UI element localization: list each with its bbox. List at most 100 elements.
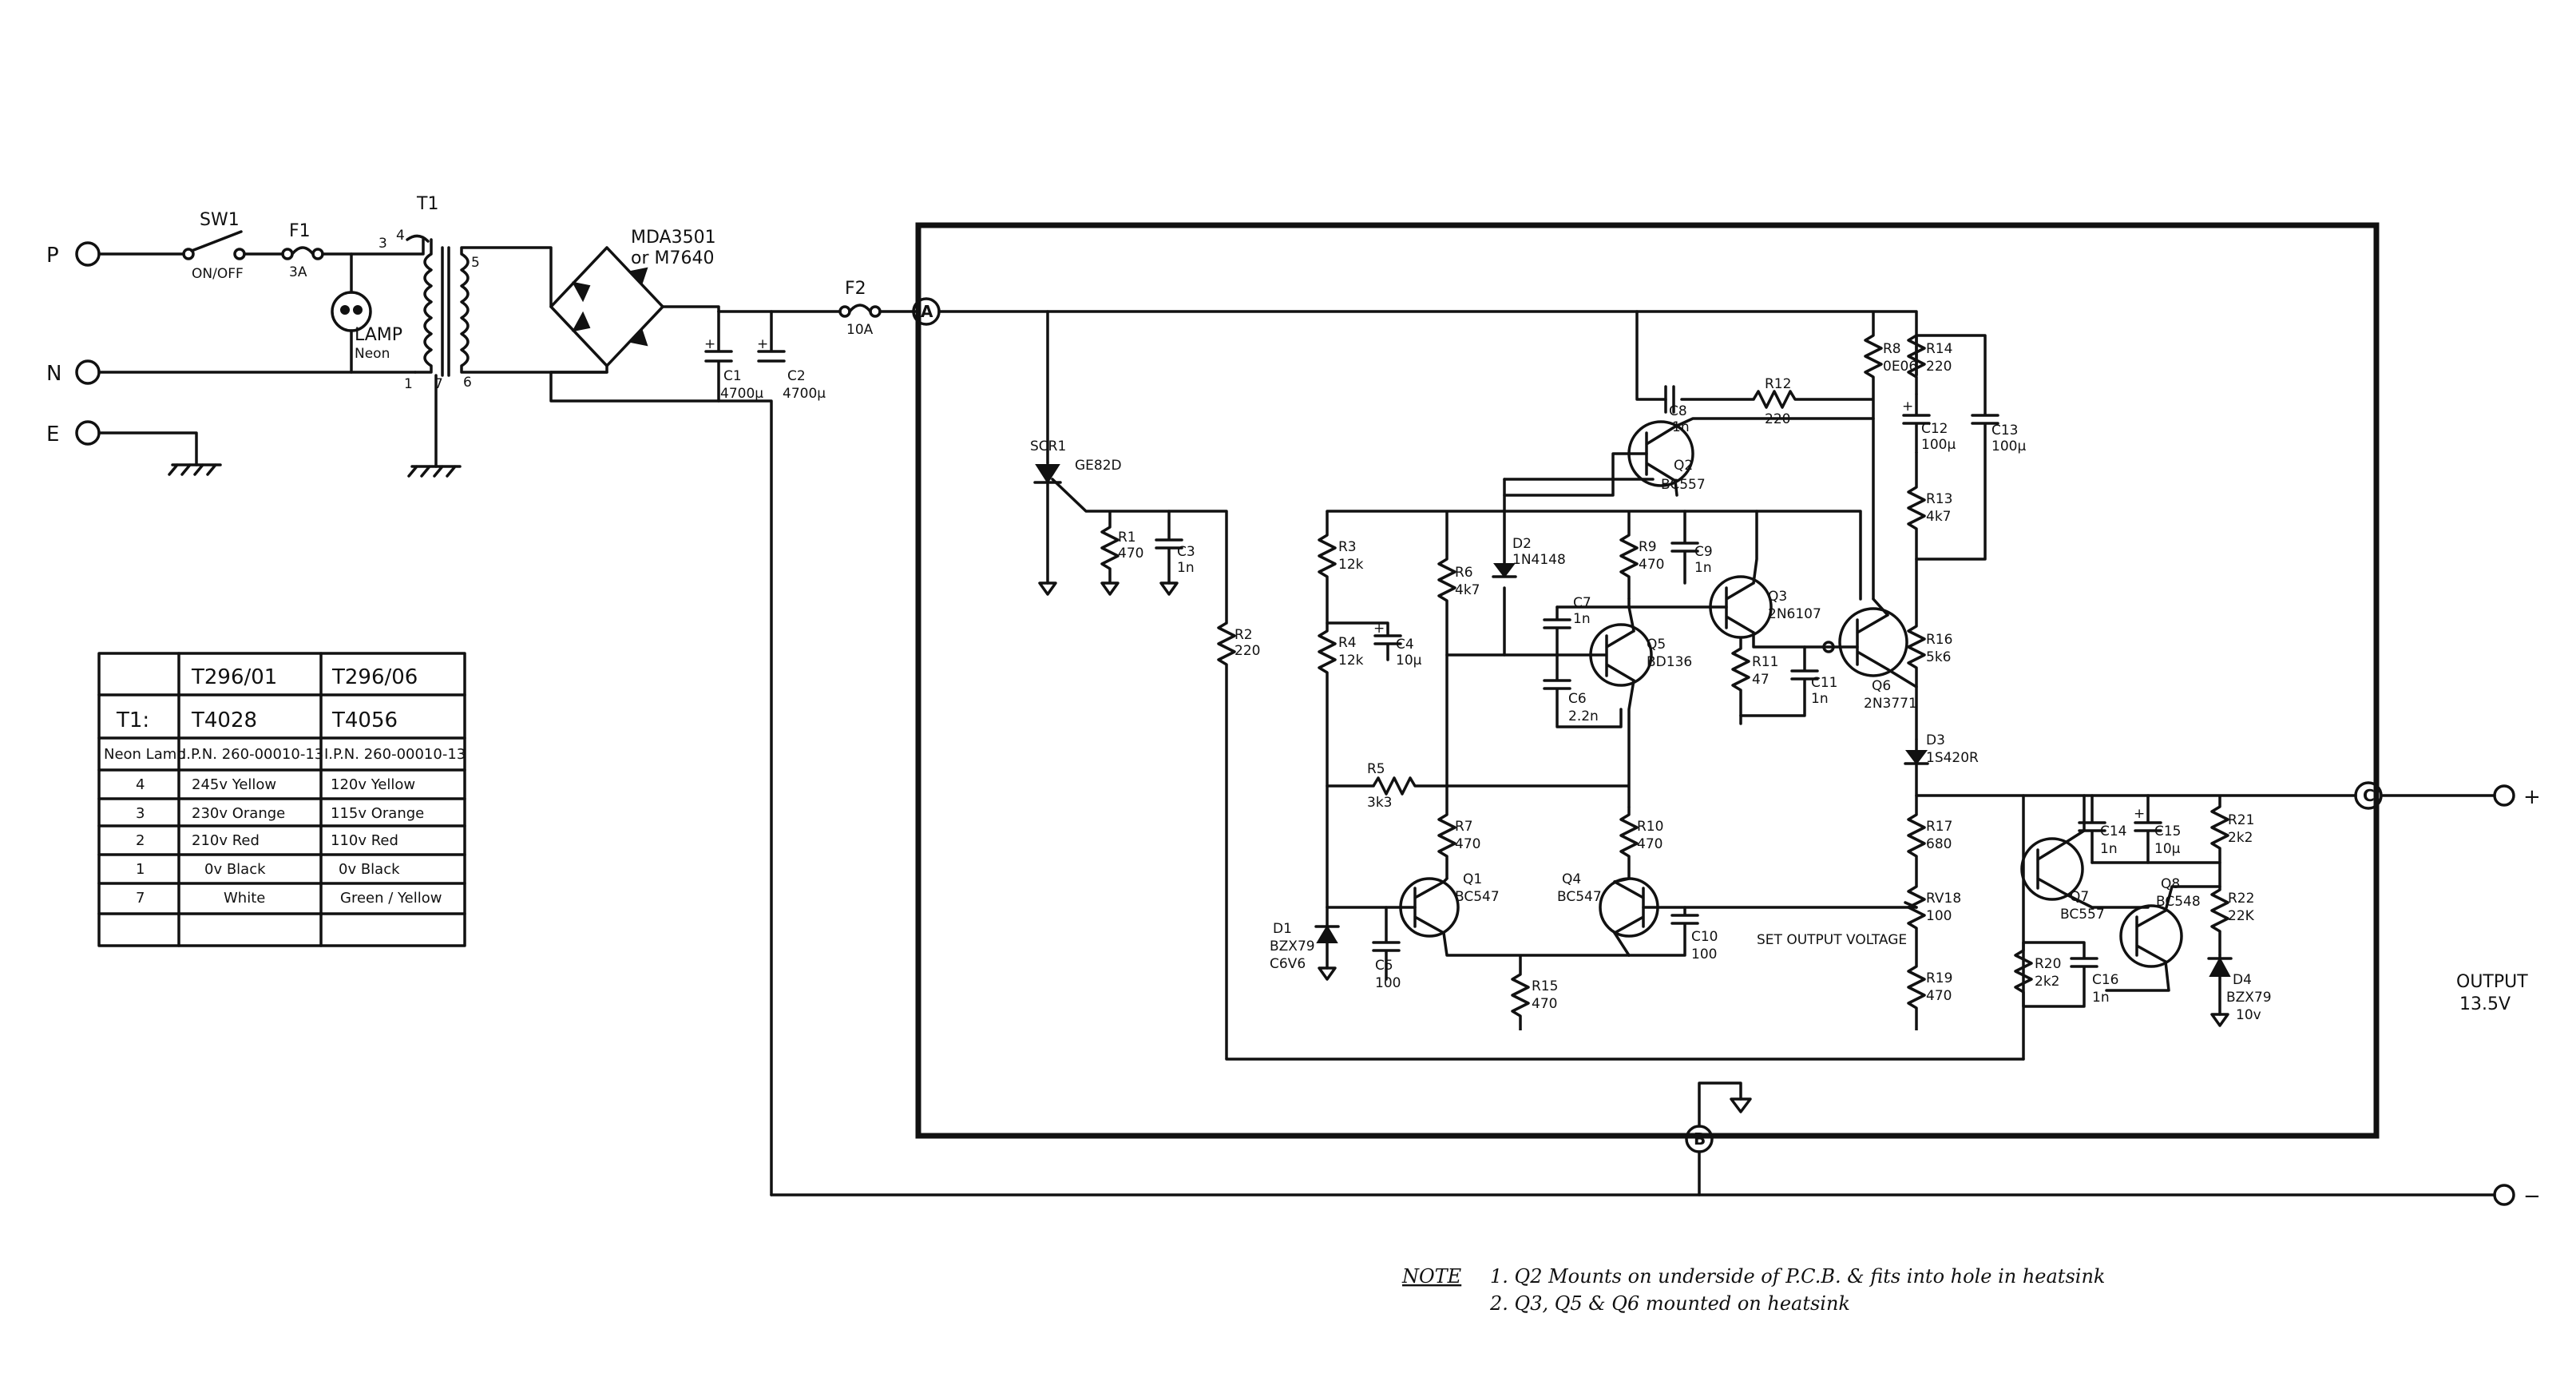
t1-pin4: 4 xyxy=(396,228,405,244)
c8-label: C8 xyxy=(1669,403,1687,419)
tap-table-cols xyxy=(177,652,323,947)
t1-primary-coil xyxy=(423,252,433,367)
t1-secondary-coil xyxy=(460,252,470,367)
f1-end-b xyxy=(311,248,324,260)
c5-value: 100 xyxy=(1375,975,1401,991)
wire-e xyxy=(97,431,198,466)
r20-resistor xyxy=(2014,942,2033,1006)
q1-label: Q1 xyxy=(1463,871,1482,887)
q7-leads xyxy=(2036,840,2068,896)
input-section: P N E SW1 ON/OFF F1 3A LAMP Neon xyxy=(46,210,425,476)
r22-label: R22 xyxy=(2228,891,2254,907)
c3-label: C3 xyxy=(1177,544,1195,560)
d1-leads xyxy=(1314,925,1340,970)
scr1-label: SCR1 xyxy=(1030,438,1066,454)
r9-value: 470 xyxy=(1639,557,1664,573)
wire-scr-gate xyxy=(1051,478,1228,625)
c16-value: 1n xyxy=(2092,990,2110,1006)
r20-label: R20 xyxy=(2035,956,2061,972)
c10-label: C10 xyxy=(1691,929,1718,945)
bridge-rectifier: MDA3501 or M7640 xyxy=(549,228,773,1196)
c4-value: 10μ xyxy=(1396,653,1422,669)
c15-label: C15 xyxy=(2154,823,2182,839)
d4-leads xyxy=(2207,957,2233,1016)
table-cell-r1c1: I.P.N. 260-00010-13 xyxy=(182,746,323,763)
r7-value: 470 xyxy=(1455,836,1480,852)
table-cell-r4c1: 210v Red xyxy=(192,832,260,849)
c1-value: 4700μ xyxy=(720,386,763,402)
c10-symbol xyxy=(1627,906,1699,957)
c7-label: C7 xyxy=(1573,595,1591,611)
table-cell-r3c1: 230v Orange xyxy=(192,805,285,822)
c9-value: 1n xyxy=(1694,560,1712,576)
r3-resistor xyxy=(1318,511,1337,623)
note-title: NOTE xyxy=(1401,1265,1462,1288)
q7-label: Q7 xyxy=(2070,889,2089,905)
r6-resistor xyxy=(1437,511,1456,807)
r14-value: 220 xyxy=(1926,359,1952,375)
terminal-e xyxy=(75,420,101,446)
table-header-col1: T296/01 xyxy=(191,665,277,689)
q1-value: BC547 xyxy=(1455,889,1500,905)
q2-label: Q2 xyxy=(1674,458,1693,474)
r17-value: 680 xyxy=(1926,836,1952,852)
r5-resistor xyxy=(1372,776,1629,796)
node-a-label: A xyxy=(921,302,933,321)
c12-symbol xyxy=(1902,393,1931,454)
q5-transistor xyxy=(1589,623,1653,687)
d4-body xyxy=(2209,956,2231,977)
c3-symbol xyxy=(1155,510,1183,585)
f2-label: F2 xyxy=(845,279,866,299)
r15-value: 470 xyxy=(1532,996,1557,1012)
table-cell-r5c1: 0v Black xyxy=(204,861,266,878)
r14-label: R14 xyxy=(1926,341,1952,357)
r5-label: R5 xyxy=(1367,761,1385,777)
q7-value: BC557 xyxy=(2060,907,2105,923)
c2-label: C2 xyxy=(787,368,806,384)
earth-symbol-2 xyxy=(407,465,462,478)
r4-resistor xyxy=(1318,623,1337,907)
c14-value: 1n xyxy=(2100,841,2118,857)
r6-value: 4k7 xyxy=(1455,582,1480,598)
c2-value: 4700μ xyxy=(783,386,826,402)
q5-connect xyxy=(1627,605,1635,808)
table-cell-r5c0: 1 xyxy=(136,861,145,878)
r8-value: 0E06 xyxy=(1883,359,1917,375)
r1-resistor xyxy=(1100,511,1120,583)
d2-body xyxy=(1493,563,1516,578)
c9-symbol xyxy=(1670,510,1699,585)
wire-bridge-pos xyxy=(661,305,720,313)
f2-end-b xyxy=(869,305,882,318)
d3-leads xyxy=(1904,738,1929,797)
r9-label: R9 xyxy=(1639,539,1657,555)
r4-label: R4 xyxy=(1338,635,1357,651)
table-header-col2: T296/06 xyxy=(331,665,418,689)
r10-label: R10 xyxy=(1637,819,1663,835)
q1-leads xyxy=(1413,880,1445,935)
scr1-cathode xyxy=(1033,481,1062,585)
ground-node-b xyxy=(1730,1097,1752,1113)
c12-label: C12 xyxy=(1921,421,1948,437)
r11-label: R11 xyxy=(1752,654,1778,670)
c6-value: 2.2n xyxy=(1568,708,1599,724)
r19-value: 470 xyxy=(1926,988,1952,1004)
t1-pin1: 1 xyxy=(404,376,413,392)
f1-end-a xyxy=(281,248,294,260)
r11-value: 47 xyxy=(1752,672,1770,688)
bridge-label: MDA3501 xyxy=(631,228,716,248)
table-cell-r6c2: Green / Yellow xyxy=(340,890,442,907)
table-cell-r6c1: White xyxy=(224,890,265,907)
q6-transistor xyxy=(1838,607,1908,677)
d4-label: D4 xyxy=(2233,972,2252,988)
c7-value: 1n xyxy=(1573,611,1591,627)
terminal-n-label: N xyxy=(46,362,61,386)
c16-label: C16 xyxy=(2092,972,2119,988)
t1-core xyxy=(441,246,450,377)
q3-leads xyxy=(1725,581,1755,634)
c12-plus: + xyxy=(1902,399,1913,415)
q8-label: Q8 xyxy=(2161,876,2180,892)
terminal-out-neg-label: − xyxy=(2523,1185,2541,1208)
d1-value: BZX79 xyxy=(1270,939,1315,954)
wire-sec-top xyxy=(460,246,553,308)
lamp-label: LAMP xyxy=(355,325,402,345)
